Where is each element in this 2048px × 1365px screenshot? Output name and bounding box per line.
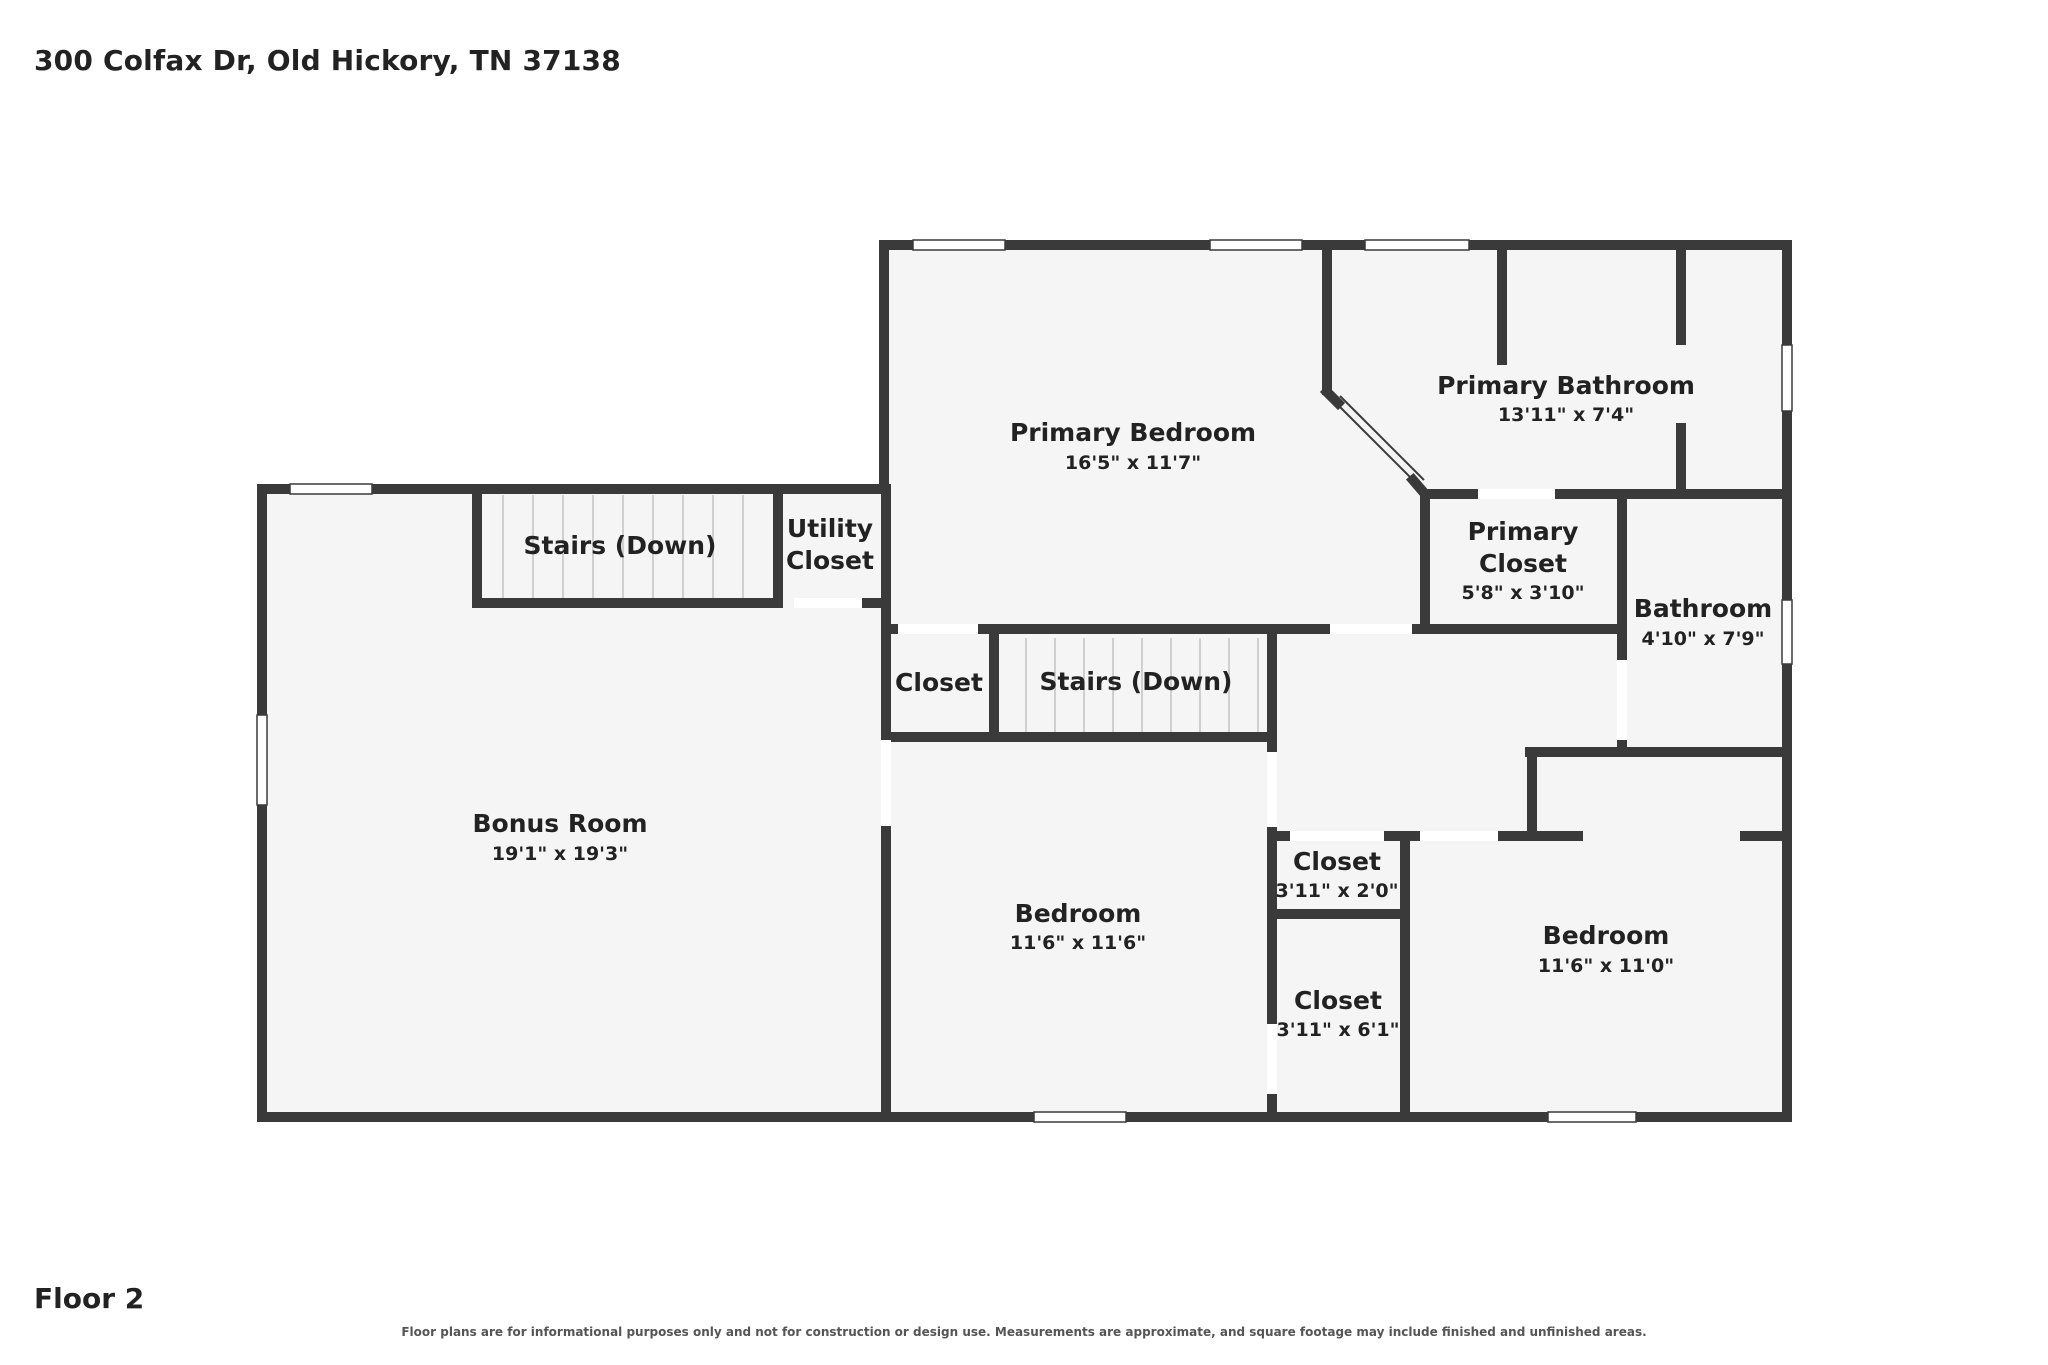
window [1033,1111,1127,1123]
bedroom-right-dim: 11'6" x 11'0" [1538,955,1674,977]
primary-closet-name: Primary [1468,517,1579,546]
floor-label: Floor 2 [34,1282,145,1315]
windows[interactable] [256,239,1793,1123]
closet-b-dim: 3'11" x 6'1" [1276,1019,1399,1041]
window [1781,344,1793,412]
stairs-center-treads [1025,638,1259,732]
doorways [794,489,1627,1094]
closet-a-name: Closet [1293,847,1381,876]
bedroom-center-dim: 11'6" x 11'6" [1010,932,1146,954]
stairs-center-name: Stairs (Down) [1040,667,1233,696]
closet-b-name: Closet [1294,986,1382,1015]
primary-bathroom-name: Primary Bathroom [1437,371,1695,400]
window [1781,599,1793,665]
window [912,239,1006,251]
bedroom-right-name: Bedroom [1543,921,1670,950]
bathroom-dim: 4'10" x 7'9" [1641,628,1764,650]
utility-closet-name-2: Closet [786,546,874,575]
window [256,714,268,806]
closet-a-dim: 3'11" x 2'0" [1275,880,1398,902]
primary-bathroom-dim: 13'11" x 7'4" [1498,404,1634,426]
stairs-left-treads [502,495,744,598]
closet-small-name: Closet [895,668,983,697]
bonus-room-dim: 19'1" x 19'3" [492,843,628,865]
primary-bath-door [1332,395,1425,486]
bedroom-center-name: Bedroom [1015,899,1142,928]
primary-closet-name-2: Closet [1479,549,1567,578]
window [1547,1111,1637,1123]
window [289,483,373,495]
primary-bedroom-dim: 16'5" x 11'7" [1065,452,1201,474]
primary-closet-dim: 5'8" x 3'10" [1461,582,1584,604]
primary-bedroom-name: Primary Bedroom [1010,418,1256,447]
window [1364,239,1470,251]
utility-closet-name: Utility [787,514,873,543]
bathroom-name: Bathroom [1634,594,1772,623]
property-address: 300 Colfax Dr, Old Hickory, TN 37138 [34,44,621,77]
stairs-left-name: Stairs (Down) [524,531,717,560]
window [1209,239,1303,251]
bonus-room-name: Bonus Room [472,809,647,838]
disclaimer: Floor plans are for informational purpos… [401,1325,1647,1339]
